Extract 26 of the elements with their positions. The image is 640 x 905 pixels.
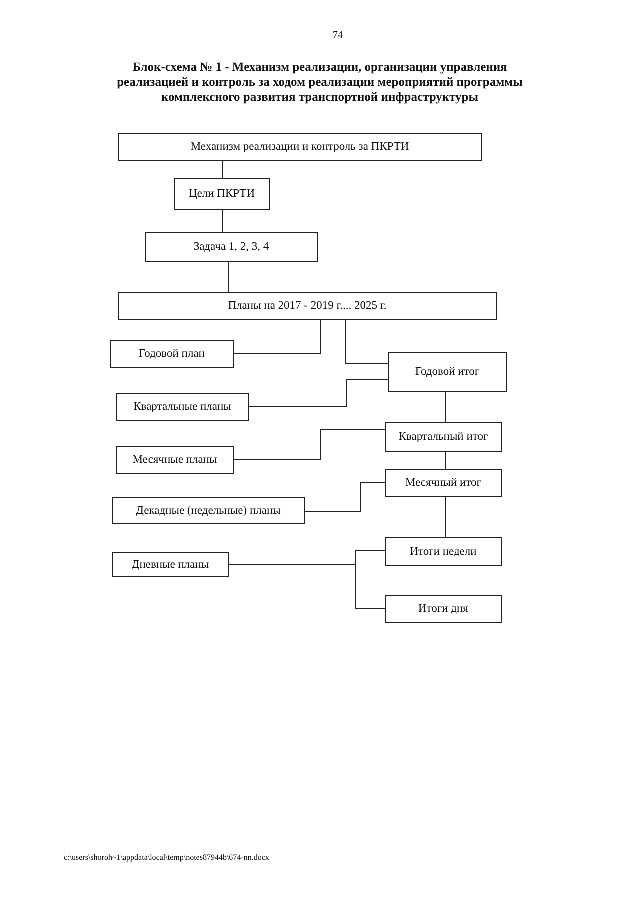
process-box: Годовой итог [388,352,507,392]
process-box: Итоги недели [385,537,502,566]
connector-line [222,160,224,178]
process-box: Декадные (недельные) планы [112,497,305,524]
file-path-footer: c:\users\shoroh~1\appdata\local\temp\notes87944b\674-nn.docx [64,853,270,862]
connector-line [248,380,388,408]
connector-line [222,210,224,232]
connector-line [234,320,322,354]
process-box: Месячные планы [116,446,234,474]
page-number: 74 [333,30,343,41]
connector-line [228,564,386,610]
process-box: Дневные планы [112,552,229,577]
process-box: Планы на 2017 - 2019 г.... 2025 г. [118,292,497,320]
process-box: Цели ПКРТИ [174,178,270,210]
connector-line [304,482,386,512]
process-box: Квартальные планы [116,393,249,421]
process-box: Механизм реализации и контроль за ПКРТИ [118,133,482,161]
connector-line [346,320,388,364]
connector-line [228,262,230,292]
diagram-title: Блок-схема № 1 - Механизм реализации, организации управления реализацией и контроль за ходом реализации мероприятий программы комплексного развития транспортной инфраструктуры [116,60,524,105]
process-box: Годовой план [110,340,234,368]
process-box: Месячный итог [385,469,502,497]
process-box: Итоги дня [385,595,502,623]
process-box: Задача 1, 2, 3, 4 [145,232,318,262]
connector-line [234,430,386,460]
process-box: Квартальный итог [385,422,502,452]
